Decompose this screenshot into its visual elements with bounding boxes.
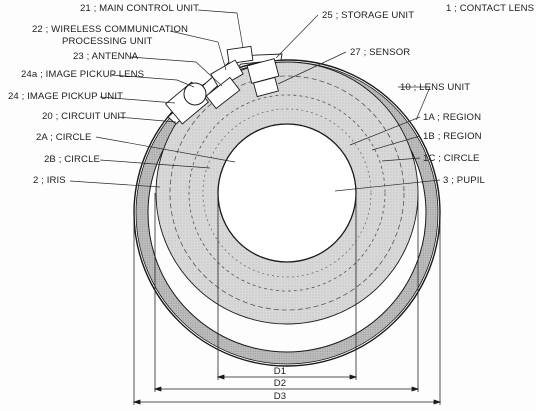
main-control-unit-block (226, 45, 254, 65)
label-pupil: 3 ; PUPIL (443, 175, 486, 186)
label-d1: D1 (274, 366, 286, 377)
circle-2a (169, 75, 405, 311)
label-circle-1c: 1C ; CIRCLE (423, 153, 480, 164)
pupil (217, 123, 357, 263)
label-image-pickup-unit: 24 ; IMAGE PICKUP UNIT (8, 91, 123, 102)
label-iris: 2 ; IRIS (33, 175, 66, 186)
circle-2b (202, 108, 372, 278)
label-circle-2a: 2A ; CIRCLE (36, 132, 92, 143)
circle-1c (188, 94, 386, 292)
image-pickup-lens (183, 82, 207, 106)
label-circuit-unit: 20 ; CIRCUIT UNIT (42, 111, 126, 122)
sensor-block (253, 76, 279, 98)
label-sensor: 27 ; SENSOR (350, 47, 410, 58)
label-region-1a: 1A ; REGION (423, 112, 481, 123)
label-circle-2b: 2B ; CIRCLE (44, 154, 100, 165)
label-wireless-line1: 22 ; WIRELESS COMMUNICATION (32, 24, 188, 35)
label-wireless-line2: PROCESSING UNIT (62, 36, 153, 47)
antenna-block (205, 76, 241, 110)
leader-lines (69, 9, 441, 192)
label-d2: D2 (274, 378, 286, 389)
circuit-components (164, 45, 283, 125)
dimension-lines (132, 374, 442, 405)
label-region-1b: 1B ; REGION (423, 131, 482, 142)
label-lens-unit: 10 ; LENS UNIT (400, 82, 470, 93)
label-image-pickup-lens: 24a ; IMAGE PICKUP LENS (21, 69, 144, 80)
label-contact-lens: 1 ; CONTACT LENS (446, 3, 534, 14)
label-storage-unit: 25 ; STORAGE UNIT (322, 10, 414, 21)
label-antenna: 23 ; ANTENNA (73, 51, 139, 62)
label-main-control-unit: 21 ; MAIN CONTROL UNIT (80, 3, 199, 14)
label-d3: D3 (274, 391, 286, 402)
dimension-extension-lines (133, 193, 441, 405)
